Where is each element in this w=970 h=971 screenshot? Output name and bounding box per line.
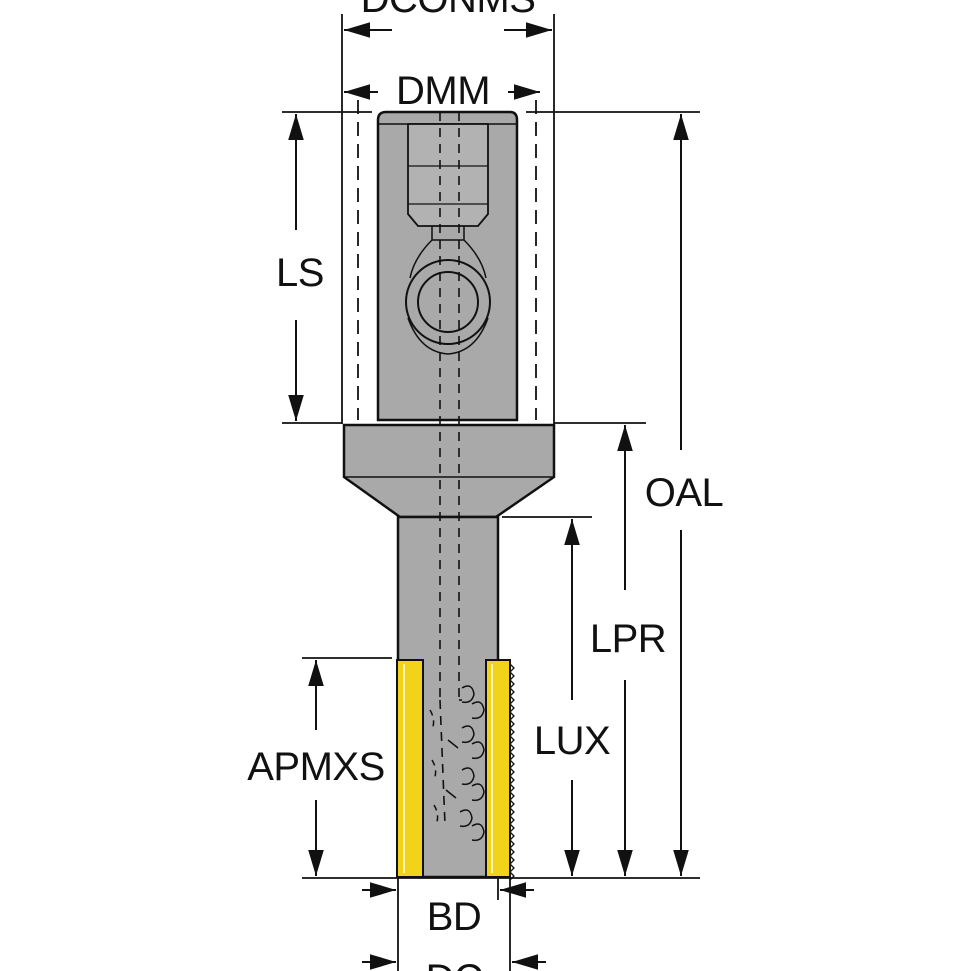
tool-body <box>342 110 556 881</box>
label-apmxs: APMXS <box>247 745 385 789</box>
coolant-channel <box>439 112 462 826</box>
label-oal: OAL <box>645 471 724 515</box>
label-dconms: DCONMS <box>361 0 536 21</box>
flute-helix <box>429 685 485 842</box>
label-dc: DC <box>426 957 483 971</box>
dimension-labels: DCONMS DMM LS OAL LPR LUX APMXS BD DC <box>247 0 724 971</box>
label-lux: LUX <box>534 719 610 763</box>
clamp-ring-inner <box>417 271 479 333</box>
dimension-arrows <box>288 22 689 970</box>
extension-lines <box>282 14 700 971</box>
collar <box>342 423 556 519</box>
label-lpr: LPR <box>590 617 666 661</box>
insert-right <box>485 659 511 878</box>
label-ls: LS <box>276 251 324 295</box>
label-bd: BD <box>427 895 482 939</box>
insert-teeth <box>509 663 515 881</box>
clamp-slot <box>407 123 489 227</box>
insert-left <box>396 659 424 878</box>
label-dmm: DMM <box>396 69 490 113</box>
